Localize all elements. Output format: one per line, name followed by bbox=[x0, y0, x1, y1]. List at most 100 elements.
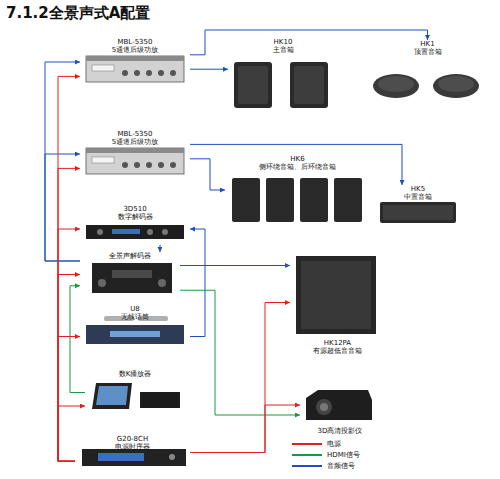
device-caption: 电源时序器 bbox=[115, 443, 150, 451]
legend-text: 音频信号 bbox=[327, 461, 355, 471]
atmos-decoder bbox=[92, 263, 172, 293]
signal-wire bbox=[58, 275, 80, 462]
signal-wire bbox=[159, 245, 160, 252]
subwoofer bbox=[296, 256, 376, 334]
dome-speaker bbox=[373, 74, 419, 98]
device-model: MBL-5350 bbox=[118, 130, 153, 138]
surround-speakers bbox=[232, 178, 362, 222]
dome-grille bbox=[378, 76, 414, 92]
signal-wire bbox=[180, 265, 290, 266]
sequencer-switch bbox=[169, 454, 175, 460]
speaker-grille bbox=[238, 66, 268, 104]
signal-wire bbox=[45, 154, 80, 261]
speaker-grille bbox=[294, 66, 324, 104]
player-box: 数K播放器 bbox=[85, 370, 185, 415]
amp-knob bbox=[122, 162, 128, 168]
device-model: HK12PA bbox=[324, 339, 351, 347]
karaoke-player bbox=[92, 383, 180, 409]
amplifier-box: MBL-53505通道后级功放 bbox=[80, 130, 190, 178]
signal-wire bbox=[58, 168, 80, 461]
signal-wire bbox=[58, 337, 80, 462]
amplifier-box: MBL-53505通道后级功放 bbox=[80, 38, 190, 86]
decoder-body bbox=[92, 263, 172, 293]
legend-text: HDMI信号 bbox=[327, 450, 360, 460]
subwoofer-grille bbox=[301, 261, 371, 329]
amp-body bbox=[86, 56, 184, 82]
device-model: U8 bbox=[130, 305, 140, 313]
signal-wire bbox=[190, 69, 228, 70]
tablet-screen bbox=[96, 386, 128, 405]
speaker-cabinet bbox=[380, 202, 456, 223]
device-model: HK1 bbox=[420, 40, 434, 48]
decoder-box: 全景声解码器 bbox=[80, 252, 180, 297]
signal-wire bbox=[180, 290, 300, 415]
power-sequencer bbox=[82, 449, 186, 466]
subwoofer-box: HK12PA有源超低音音箱 bbox=[290, 250, 385, 355]
sequencer-body bbox=[82, 449, 186, 466]
speaker-cabinet bbox=[290, 62, 328, 108]
speaker-box: HK10主音箱 bbox=[228, 38, 338, 110]
legend-row: HDMI信号 bbox=[292, 449, 360, 460]
amp-knob bbox=[134, 70, 140, 76]
signal-wire bbox=[190, 229, 205, 337]
device-model: HK5 bbox=[411, 185, 425, 193]
signal-wire bbox=[70, 286, 85, 393]
amp-knob bbox=[134, 162, 140, 168]
legend-swatch bbox=[292, 465, 322, 467]
projector-lens bbox=[316, 399, 332, 415]
device-caption: 主音箱 bbox=[273, 46, 294, 54]
speaker-box: HK5中置音箱 bbox=[378, 185, 458, 227]
device-caption: 5通道后级功放 bbox=[112, 138, 158, 146]
decoder-display bbox=[112, 229, 140, 234]
amp-top bbox=[86, 56, 184, 61]
signal-wire bbox=[190, 303, 290, 453]
ceiling-speakers bbox=[373, 74, 479, 98]
signal-wire bbox=[58, 76, 80, 461]
device-caption: 侧环绕音箱、后环绕音箱 bbox=[259, 163, 336, 171]
amp-knob bbox=[146, 70, 152, 76]
main-speakers bbox=[234, 62, 328, 108]
legend-row: 电源 bbox=[292, 438, 360, 449]
subwoofer-cabinet bbox=[296, 256, 376, 334]
decoder-knob bbox=[162, 229, 168, 235]
device-caption: 中置音箱 bbox=[404, 193, 432, 201]
legend-row: 音频信号 bbox=[292, 460, 360, 471]
device-model: 3D高清投影仪 bbox=[318, 427, 363, 435]
microphone-box: U8无线话筒 bbox=[80, 305, 190, 350]
decoder-knob bbox=[97, 229, 103, 235]
device-caption: 数字解码器 bbox=[118, 213, 153, 221]
decoder-box: 3D510数字解码器 bbox=[80, 205, 190, 245]
receiver-display bbox=[110, 331, 160, 337]
amp-knob bbox=[146, 162, 152, 168]
signal-wire bbox=[190, 159, 225, 190]
amp-panel bbox=[92, 157, 114, 163]
sequencer-box: G20-8CH电源时序器 bbox=[75, 435, 190, 470]
dome-grille bbox=[438, 76, 474, 92]
projector-box: 3D高清投影仪 bbox=[300, 385, 380, 435]
legend-swatch bbox=[292, 443, 322, 445]
speaker-cabinet bbox=[266, 178, 294, 222]
power-amplifier bbox=[86, 148, 184, 174]
device-model: 全景声解码器 bbox=[109, 252, 151, 260]
decoder-knob bbox=[98, 279, 106, 287]
decoder-body bbox=[86, 225, 184, 239]
decoder-knob bbox=[158, 279, 166, 287]
sequencer-display bbox=[98, 453, 144, 461]
device-caption: 顶置音箱 bbox=[414, 48, 442, 56]
signal-wire bbox=[190, 144, 402, 185]
legend-swatch bbox=[292, 454, 322, 456]
device-caption: 有源超低音音箱 bbox=[313, 347, 362, 355]
player-box bbox=[140, 392, 180, 408]
speaker-cabinet bbox=[300, 178, 328, 222]
speaker-cabinet bbox=[234, 62, 272, 108]
device-caption: 5通道后级功放 bbox=[112, 46, 158, 54]
device-model: HK10 bbox=[274, 38, 293, 46]
signal-wire bbox=[190, 405, 300, 453]
diagram-title: 7.1.2全景声式A配置 bbox=[6, 4, 150, 23]
device-model: 数K播放器 bbox=[119, 370, 152, 378]
legend-text: 电源 bbox=[327, 439, 341, 449]
dome-speaker bbox=[433, 74, 479, 98]
decoder-knob bbox=[147, 229, 153, 235]
